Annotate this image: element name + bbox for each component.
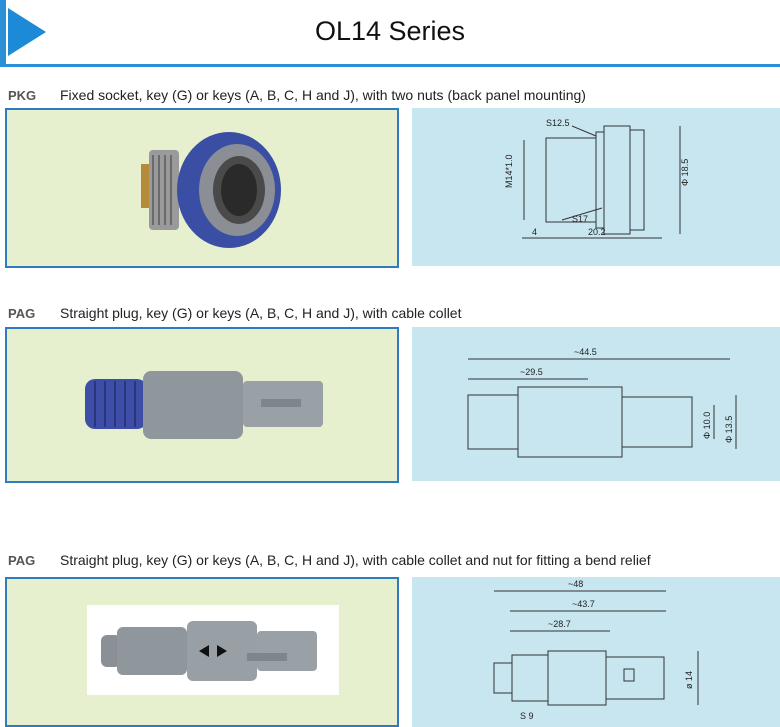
dim-label: Φ 13.5	[724, 416, 734, 443]
row-code: PKG	[8, 88, 37, 103]
dim-label: ~44.5	[574, 347, 597, 357]
drawing-plug-nut: ~48 ~43.7 ~28.7 ø 14 S 9	[412, 577, 780, 727]
dim-label: 4	[532, 227, 537, 237]
dim-label: 20.2	[588, 227, 606, 237]
play-arrow-icon	[8, 8, 46, 56]
socket-dimension-drawing: S12.5 M14*1.0 Φ 18.5 S17 4 20.2	[504, 118, 690, 239]
plug-illustration	[85, 371, 323, 439]
row-description: Straight plug, key (G) or keys (A, B, C,…	[60, 305, 462, 321]
header-accent-bar	[0, 0, 6, 67]
product-photo-socket	[5, 108, 399, 268]
drawing-plug: ~44.5 ~29.5 Φ 10.0 Φ 13.5	[412, 327, 780, 481]
dim-label: ~29.5	[520, 367, 543, 377]
page-header: OL14 Series	[0, 0, 780, 67]
dim-label: S 9	[520, 711, 534, 721]
row-code: PAG	[8, 553, 36, 568]
page-title: OL14 Series	[314, 16, 466, 46]
drawing-socket: S12.5 M14*1.0 Φ 18.5 S17 4 20.2	[412, 108, 780, 266]
row-description: Fixed socket, key (G) or keys (A, B, C, …	[60, 87, 586, 103]
plug-nut-dimension-drawing: ~48 ~43.7 ~28.7 ø 14 S 9	[493, 579, 699, 721]
product-photo-plug-nut	[5, 577, 399, 727]
plug-nut-illustration	[101, 621, 317, 681]
dim-label: ~48	[568, 579, 583, 589]
dim-label: Φ 18.5	[680, 159, 690, 186]
dim-label: ø 14	[684, 671, 694, 689]
row-code: PAG	[8, 306, 36, 321]
plug-dimension-drawing: ~44.5 ~29.5 Φ 10.0 Φ 13.5	[467, 347, 737, 458]
dim-label: ~43.7	[572, 599, 595, 609]
dim-label: M14*1.0	[504, 154, 514, 188]
dim-label: S17	[572, 214, 588, 224]
photo-inset	[87, 605, 339, 695]
socket-illustration	[141, 132, 281, 248]
dim-label: Φ 10.0	[702, 412, 712, 439]
dim-label: ~28.7	[548, 619, 571, 629]
product-photo-plug	[5, 327, 399, 483]
row-description: Straight plug, key (G) or keys (A, B, C,…	[60, 552, 651, 568]
dim-label: S12.5	[546, 118, 570, 128]
header-divider	[0, 64, 780, 67]
